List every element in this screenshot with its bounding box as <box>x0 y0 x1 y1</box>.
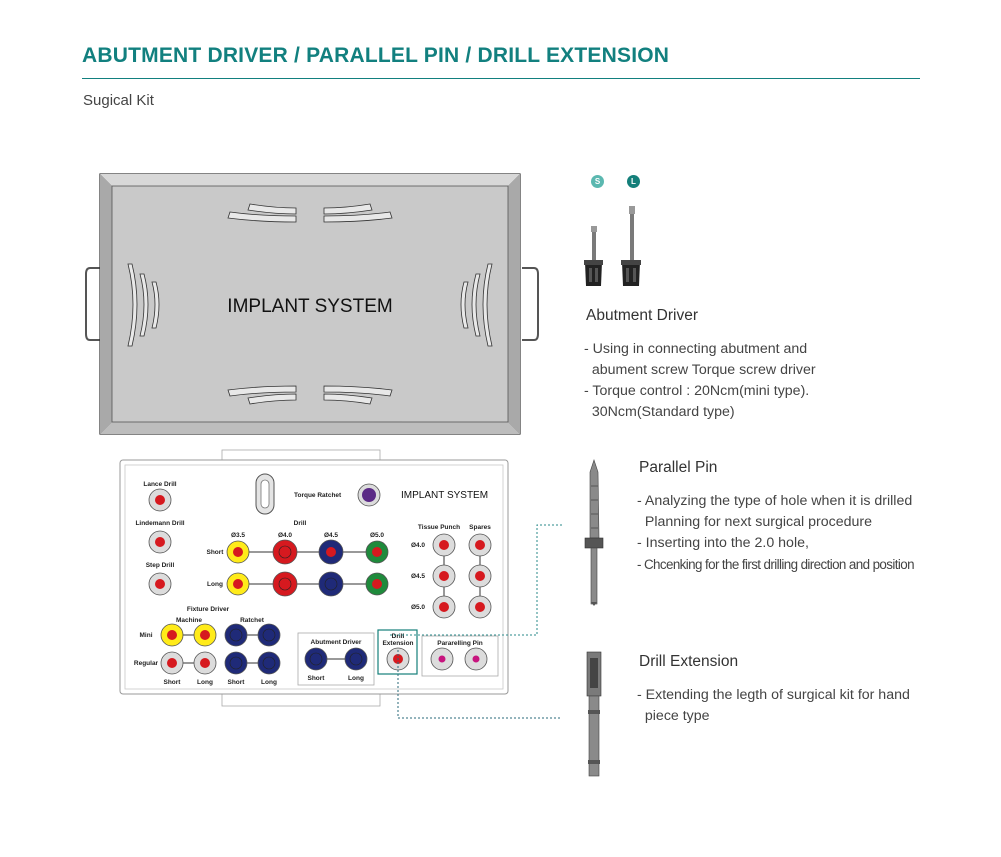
label-long: Long <box>207 581 223 588</box>
extension-bullet-2: piece type <box>637 708 710 724</box>
label-fd-long-2: Long <box>261 679 277 686</box>
well-lance-drill <box>148 488 172 512</box>
label-drill-ext-1: Drill <box>392 633 405 640</box>
label-d35: Ø3.5 <box>231 532 245 539</box>
kit-tray-diagram: Lance Drill Lindemann Drill Step Drill T… <box>119 449 509 707</box>
label-lance-drill: Lance Drill <box>143 481 176 488</box>
well-paralleling-pin-2 <box>464 647 488 671</box>
well-drill-40-short <box>272 539 298 565</box>
label-d50: Ø5.0 <box>370 532 384 539</box>
label-tissue-punch: Tissue Punch <box>418 524 460 531</box>
well-tissue-punch-45 <box>432 564 456 588</box>
label-lindemann-drill: Lindemann Drill <box>135 520 184 527</box>
well-fixture-ratchet-mini-2 <box>257 623 281 647</box>
well-tissue-punch-40 <box>432 533 456 557</box>
leader-lines <box>390 524 562 719</box>
tray-label: IMPLANT SYSTEM <box>401 490 488 501</box>
abutment-bullet-4: 30Ncm(Standard type) <box>584 404 735 420</box>
label-d45: Ø4.5 <box>324 532 338 539</box>
abutment-bullet-3: - Torque control : 20Ncm(mini type). <box>584 383 810 399</box>
well-drill-45-long <box>318 571 344 597</box>
label-drill-ext-2: Extension <box>382 640 413 647</box>
lid-label: IMPLANT SYSTEM <box>227 296 392 317</box>
well-drill-35-short <box>226 540 250 564</box>
drill-extension-heading: Drill Extension <box>639 653 739 670</box>
extension-bullet-1: - Extending the legth of surgical kit fo… <box>637 687 910 703</box>
abutment-driver-image <box>584 206 641 286</box>
kit-lid-image: IMPLANT SYSTEM <box>85 173 539 435</box>
well-paralleling-pin-1 <box>430 647 454 671</box>
well-fixture-ratchet-regular-2 <box>257 651 281 675</box>
parallel-bullet-4: - Chcenking for the first drilling direc… <box>637 557 915 572</box>
parallel-bullet-3: - Inserting into the 2.0 hole, <box>637 535 809 551</box>
label-short: Short <box>207 549 225 556</box>
title-divider <box>82 78 920 79</box>
label-fixture-driver: Fixture Driver <box>187 606 230 613</box>
well-spare-3 <box>468 595 492 619</box>
label-fd-short-1: Short <box>164 679 182 686</box>
well-fixture-ratchet-mini-1 <box>224 623 248 647</box>
well-torque-ratchet <box>357 483 381 507</box>
well-fixture-machine-mini-1 <box>160 623 184 647</box>
well-fixture-machine-mini-2 <box>193 623 217 647</box>
size-badge-l: L <box>627 175 640 188</box>
label-ab-long: Long <box>348 675 364 682</box>
label-tp50: Ø5.0 <box>411 604 425 611</box>
label-mini: Mini <box>140 632 153 639</box>
label-d40: Ø4.0 <box>278 532 292 539</box>
well-drill-40-long <box>272 571 298 597</box>
abutment-bullet-2: abument screw Torque screw driver <box>584 362 816 378</box>
well-fixture-machine-regular-2 <box>193 651 217 675</box>
page-title: ABUTMENT DRIVER / PARALLEL PIN / DRILL E… <box>82 44 670 67</box>
well-drill-45-short <box>318 539 344 565</box>
label-ab-short: Short <box>308 675 326 682</box>
label-tp45: Ø4.5 <box>411 573 425 580</box>
label-regular: Regular <box>134 660 159 667</box>
abutment-driver-heading: Abutment Driver <box>586 307 698 324</box>
label-spares: Spares <box>469 524 491 531</box>
parallel-pin-bullets: - Analyzing the type of hole when it is … <box>637 491 915 575</box>
drill-extension-image <box>586 651 602 777</box>
parallel-pin-image <box>584 459 604 606</box>
abutment-driver-bullets: - Using in connecting abutment and abume… <box>584 339 816 423</box>
well-fixture-ratchet-regular-1 <box>224 651 248 675</box>
parallel-bullet-1: - Analyzing the type of hole when it is … <box>637 493 913 509</box>
label-torque-ratchet: Torque Ratchet <box>294 492 342 499</box>
well-abutment-short <box>304 647 328 671</box>
parallel-pin-heading: Parallel Pin <box>639 459 718 476</box>
label-step-drill: Step Drill <box>146 562 175 569</box>
page-subtitle: Sugical Kit <box>83 92 154 109</box>
well-abutment-long <box>344 647 368 671</box>
label-fd-short-2: Short <box>228 679 246 686</box>
size-badge-s: S <box>591 175 604 188</box>
well-drill-50-short <box>365 540 389 564</box>
label-abutment-driver: Abutment Driver <box>311 639 362 646</box>
abutment-bullet-1: - Using in connecting abutment and <box>584 341 808 357</box>
well-lindemann-drill <box>148 530 172 554</box>
parallel-bullet-2: Planning for next surgical procedure <box>637 514 873 530</box>
drill-extension-bullets: - Extending the legth of surgical kit fo… <box>637 685 910 727</box>
label-drill: Drill <box>294 520 307 527</box>
label-paralleling-pin: Pararelling Pin <box>437 640 483 647</box>
well-step-drill <box>148 572 172 596</box>
well-drill-50-long <box>365 572 389 596</box>
well-spare-1 <box>468 533 492 557</box>
well-drill-35-long <box>226 572 250 596</box>
label-ratchet: Ratchet <box>240 617 265 624</box>
label-tp40: Ø4.0 <box>411 542 425 549</box>
well-fixture-machine-regular-1 <box>160 651 184 675</box>
label-machine: Machine <box>176 617 202 624</box>
label-fd-long-1: Long <box>197 679 213 686</box>
well-tissue-punch-50 <box>432 595 456 619</box>
well-spare-2 <box>468 564 492 588</box>
